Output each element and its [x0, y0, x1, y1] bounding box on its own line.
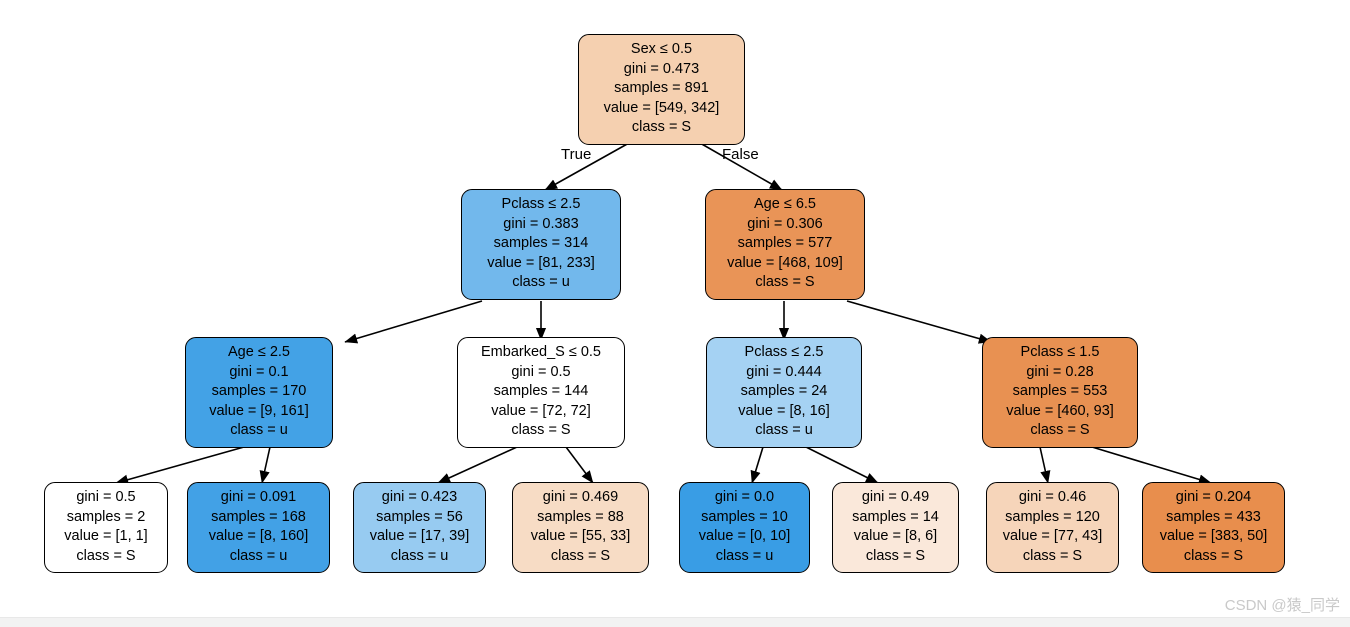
- node-value: value = [17, 39]: [369, 528, 470, 544]
- edge-right-to-rightright: [846, 300, 992, 344]
- node-samples: samples = 168: [211, 508, 306, 525]
- edge-leftright-to-leaf3: [437, 446, 518, 484]
- edge-leftleft-to-leaf1: [115, 446, 245, 485]
- node-samples: samples = 88: [537, 508, 624, 525]
- edge-leftleft-to-leaf2: [259, 446, 271, 484]
- node-gini: gini = 0.46: [1018, 489, 1087, 505]
- node-class: class = S: [550, 547, 611, 564]
- node-samples: samples = 144: [493, 383, 589, 399]
- node-gini: gini = 0.423: [381, 489, 458, 505]
- node-class: class = S: [755, 274, 815, 290]
- node-samples: samples = 891: [614, 80, 709, 96]
- node-class: class = S: [631, 119, 692, 135]
- node-samples: samples = 577: [737, 235, 833, 251]
- tree-leaf-samples-10[interactable]: gini = 0.0 samples = 10 value = [0, 10] …: [679, 482, 810, 573]
- node-value: value = [1, 1]: [64, 528, 148, 544]
- tree-node-root[interactable]: Sex ≤ 0.5 gini = 0.473 samples = 891 val…: [578, 34, 745, 145]
- edge-rightright-to-leaf7: [1039, 446, 1051, 484]
- node-class: class = S: [1183, 547, 1244, 564]
- edge-rightright-to-leaf8: [1091, 446, 1212, 485]
- tree-node-embarked-144[interactable]: Embarked_S ≤ 0.5 gini = 0.5 samples = 14…: [457, 337, 625, 448]
- node-gini: gini = 0.204: [1175, 489, 1252, 505]
- node-condition: Pclass ≤ 2.5: [744, 344, 824, 360]
- tree-leaf-samples-14[interactable]: gini = 0.49 samples = 14 value = [8, 6] …: [832, 482, 959, 573]
- tree-leaf-samples-88[interactable]: gini = 0.469 samples = 88 value = [55, 3…: [512, 482, 649, 573]
- tree-node-pclass-553[interactable]: Pclass ≤ 1.5 gini = 0.28 samples = 553 v…: [982, 337, 1138, 448]
- edge-leftright-to-leaf4: [565, 446, 594, 484]
- node-value: value = [460, 93]: [1006, 402, 1114, 419]
- node-gini: gini = 0.469: [542, 489, 619, 505]
- node-samples: samples = 10: [701, 508, 788, 525]
- edge-left-to-leftleft: [344, 300, 483, 344]
- node-samples: samples = 24: [740, 383, 828, 399]
- node-gini: gini = 0.306: [747, 215, 823, 232]
- bottom-divider: [0, 617, 1350, 627]
- edge-label-false: False: [722, 146, 759, 163]
- node-class: class = S: [511, 422, 571, 438]
- node-samples: samples = 120: [1005, 508, 1100, 525]
- node-gini: gini = 0.1: [229, 363, 289, 380]
- tree-node-pclass-24[interactable]: Pclass ≤ 2.5 gini = 0.444 samples = 24 v…: [706, 337, 862, 448]
- tree-node-pclass-314[interactable]: Pclass ≤ 2.5 gini = 0.383 samples = 314 …: [461, 189, 621, 300]
- tree-node-age-170[interactable]: Age ≤ 2.5 gini = 0.1 samples = 170 value…: [185, 337, 333, 448]
- node-gini: gini = 0.49: [861, 489, 930, 505]
- tree-leaf-samples-168[interactable]: gini = 0.091 samples = 168 value = [8, 1…: [187, 482, 330, 573]
- node-class: class = S: [865, 547, 926, 564]
- node-value: value = [55, 33]: [530, 528, 631, 544]
- tree-leaf-samples-2[interactable]: gini = 0.5 samples = 2 value = [1, 1] cl…: [44, 482, 168, 573]
- node-class: class = u: [230, 422, 288, 438]
- node-samples: samples = 170: [211, 383, 307, 399]
- node-value: value = [72, 72]: [491, 402, 591, 419]
- tree-node-age-577[interactable]: Age ≤ 6.5 gini = 0.306 samples = 577 val…: [705, 189, 865, 300]
- node-value: value = [549, 342]: [603, 99, 720, 116]
- node-gini: gini = 0.383: [503, 215, 579, 232]
- node-value: value = [8, 6]: [853, 528, 938, 544]
- edge-rightleft-to-leaf6: [805, 446, 879, 484]
- node-samples: samples = 433: [1166, 508, 1261, 525]
- node-value: value = [9, 161]: [209, 402, 309, 419]
- edge-rightleft-to-leaf5: [750, 446, 764, 484]
- node-value: value = [383, 50]: [1159, 528, 1268, 544]
- node-samples: samples = 56: [376, 508, 463, 525]
- node-samples: samples = 553: [1012, 383, 1108, 399]
- node-condition: Embarked_S ≤ 0.5: [481, 344, 601, 360]
- node-class: class = u: [715, 547, 774, 564]
- node-value: value = [8, 160]: [208, 528, 309, 544]
- watermark-text: CSDN @猿_同学: [1224, 597, 1340, 614]
- node-condition: Pclass ≤ 2.5: [501, 196, 581, 212]
- node-gini: gini = 0.5: [76, 489, 136, 505]
- node-gini: gini = 0.444: [746, 363, 822, 380]
- node-value: value = [81, 233]: [487, 254, 595, 271]
- node-value: value = [468, 109]: [727, 254, 843, 271]
- node-condition: Sex ≤ 0.5: [630, 41, 693, 57]
- node-gini: gini = 0.5: [511, 363, 571, 380]
- node-samples: samples = 2: [66, 508, 146, 525]
- edge-label-true: True: [561, 146, 592, 163]
- node-condition: Age ≤ 6.5: [754, 196, 816, 212]
- node-condition: Age ≤ 2.5: [228, 344, 290, 360]
- node-value: value = [0, 10]: [698, 528, 791, 544]
- node-samples: samples = 14: [852, 508, 939, 525]
- node-class: class = u: [229, 547, 288, 564]
- node-value: value = [8, 16]: [738, 402, 830, 419]
- node-class: class = S: [1030, 422, 1090, 438]
- tree-leaf-samples-56[interactable]: gini = 0.423 samples = 56 value = [17, 3…: [353, 482, 486, 573]
- node-class: class = S: [76, 547, 136, 564]
- node-class: class = S: [1022, 547, 1083, 564]
- node-gini: gini = 0.091: [220, 489, 297, 505]
- node-gini: gini = 0.0: [714, 489, 775, 505]
- tree-leaf-samples-433[interactable]: gini = 0.204 samples = 433 value = [383,…: [1142, 482, 1285, 573]
- node-class: class = u: [512, 274, 570, 290]
- tree-leaf-samples-120[interactable]: gini = 0.46 samples = 120 value = [77, 4…: [986, 482, 1119, 573]
- node-condition: Pclass ≤ 1.5: [1020, 344, 1100, 360]
- node-gini: gini = 0.473: [623, 60, 700, 77]
- node-value: value = [77, 43]: [1002, 528, 1103, 544]
- node-class: class = u: [390, 547, 449, 564]
- node-class: class = u: [755, 422, 813, 438]
- node-samples: samples = 314: [493, 235, 589, 251]
- node-gini: gini = 0.28: [1026, 363, 1094, 380]
